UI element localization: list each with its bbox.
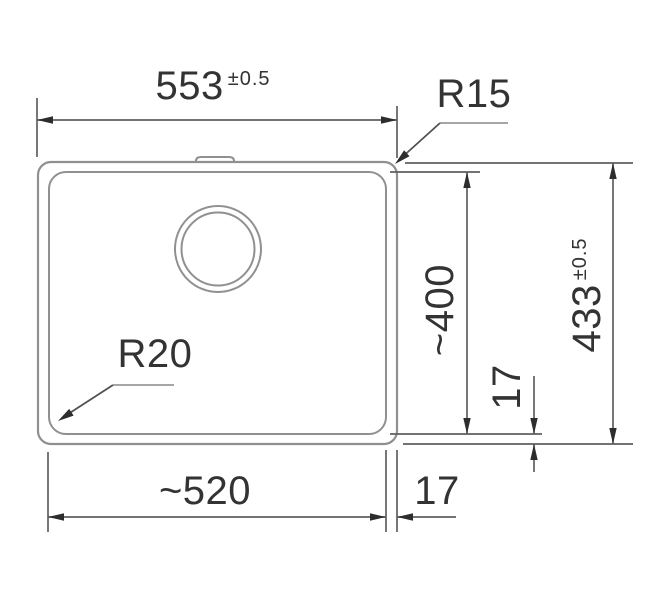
arrowhead-left-icon — [48, 513, 64, 521]
callout-r15-leader — [395, 122, 508, 164]
arrowhead-up-icon — [530, 444, 538, 460]
corner-radius-outer-label: R15 — [436, 72, 512, 116]
dim-overall-height — [403, 162, 633, 445]
arrowhead-icon — [395, 150, 410, 164]
dim-rim-offset-vertical — [530, 376, 538, 472]
drain-inner-ring — [180, 211, 256, 287]
corner-radius-bowl-label: R20 — [117, 332, 193, 376]
arrowhead-up-icon — [609, 163, 617, 179]
arrowhead-left-icon — [37, 116, 53, 124]
arrowhead-icon — [58, 408, 74, 421]
overall-width-tolerance: ±0.5 — [227, 68, 271, 90]
sink-outline — [36, 156, 399, 446]
overall-height-label: 433 ±0.5 — [565, 230, 609, 360]
overall-height-tolerance: ±0.5 — [569, 237, 591, 281]
arrowhead-up-icon — [463, 172, 471, 188]
dim-overall-width — [36, 98, 398, 158]
overall-width-label: 553 ±0.5 — [113, 66, 313, 112]
rim-offset-vertical-label: 17 — [485, 364, 529, 410]
drain-outer-ring — [174, 205, 262, 293]
overall-height-value: 433 — [565, 284, 609, 353]
arrowhead-down-icon — [609, 428, 617, 444]
rim-offset-horizontal-label: 17 — [414, 469, 460, 513]
arrowhead-left-icon — [397, 513, 413, 521]
dim-bowl-width — [47, 450, 398, 532]
callout-r20-leader — [58, 384, 174, 421]
drain-circle — [174, 205, 262, 293]
overall-width-value: 553 — [155, 64, 224, 108]
arrowhead-right-icon — [370, 513, 386, 521]
tap-ledge-tab — [195, 156, 235, 162]
arrowhead-down-icon — [530, 418, 538, 434]
arrowhead-down-icon — [463, 418, 471, 434]
dim-bowl-height — [390, 171, 542, 435]
bowl-width-label: ~520 — [158, 469, 252, 513]
sink-outer-edge — [36, 160, 399, 446]
arrowhead-right-icon — [381, 116, 397, 124]
dim-rim-offset-horizontal — [397, 513, 456, 521]
bowl-height-label: ~400 — [418, 263, 462, 357]
sink-bowl-edge — [48, 171, 387, 435]
